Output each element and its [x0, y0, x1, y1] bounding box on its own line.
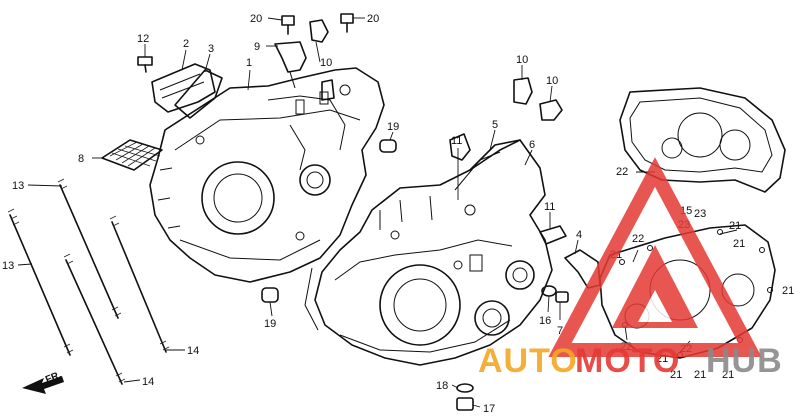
label-part-2: 2: [183, 38, 189, 50]
bolt-12: [137, 56, 153, 73]
clamp-11-top: [449, 133, 471, 161]
label-part-5: 5: [492, 119, 498, 131]
part-labels: 1 2 3 4 5 6 7 8 9 10 10 10 11 11 12 13 1…: [2, 13, 794, 415]
label-part-21-g: 21: [694, 369, 706, 381]
label-part-18: 18: [436, 380, 448, 392]
watermark-logo: [548, 157, 762, 357]
label-part-22-mid: 22: [632, 233, 644, 245]
label-part-10-mid: 10: [516, 54, 528, 66]
left-crankcase-half: [149, 67, 385, 283]
leader-lines: [17, 17, 738, 408]
clamp-10-top: [309, 19, 335, 101]
right-crankcase-half: [304, 139, 553, 366]
label-part-20-left: 20: [250, 13, 262, 25]
stud-bolt-14-left: [63, 253, 126, 385]
clamp-10-mid: [513, 77, 533, 105]
label-part-16: 16: [539, 315, 551, 327]
watermark-triangle-inner: [612, 245, 698, 328]
label-part-20-right: 20: [367, 13, 379, 25]
label-part-10-top: 10: [320, 57, 332, 69]
label-part-19-top: 19: [387, 121, 399, 133]
watermark-text-hub: HUB: [706, 342, 783, 380]
right-cover-gasket: [619, 87, 786, 193]
label-part-21-h: 21: [722, 369, 734, 381]
watermark-triangle-outer: [548, 157, 762, 357]
label-part-21-d: 21: [782, 285, 794, 297]
label-part-1: 1: [246, 57, 252, 69]
bolt-20-right: [340, 13, 354, 33]
watermark-text-moto: MOTO: [575, 342, 680, 380]
label-part-13-top: 13: [12, 180, 24, 192]
label-part-9: 9: [254, 41, 260, 53]
label-part-19-bottom: 19: [264, 318, 276, 330]
label-part-14-bottom: 14: [142, 376, 154, 388]
label-part-10-right: 10: [546, 75, 558, 87]
label-part-22-top: 22: [616, 166, 628, 178]
dowel-pin-19-bottom: [261, 287, 279, 303]
clamp-10-right: [539, 99, 563, 121]
dowel-pin-19-top: [379, 139, 397, 153]
label-part-17: 17: [483, 403, 495, 415]
label-part-3: 3: [208, 43, 214, 55]
label-part-13-left: 13: [2, 260, 14, 272]
stud-bolt-13-long: [7, 208, 74, 356]
label-part-11-top: 11: [451, 135, 462, 147]
dowel-11-right: [539, 225, 567, 245]
watermark-wordmark: AUTO MOTO HUB: [478, 342, 783, 380]
front-direction-label: FR.: [44, 369, 63, 385]
label-part-21-c: 21: [733, 238, 745, 250]
front-direction-arrow: FR.: [22, 369, 64, 394]
label-part-11-right: 11: [544, 201, 555, 213]
label-part-4: 4: [576, 229, 582, 241]
watermark-triangle-notch: [638, 290, 672, 322]
oil-screen-filter: [101, 139, 163, 171]
watermark-text-auto: AUTO: [478, 342, 578, 380]
label-part-8: 8: [78, 153, 84, 165]
label-part-6: 6: [529, 139, 535, 151]
label-part-12: 12: [137, 33, 149, 45]
bolt-20-left: [281, 15, 295, 35]
label-part-7: 7: [557, 325, 563, 337]
label-part-23-a: 23: [694, 208, 706, 220]
label-part-14-right: 14: [187, 345, 199, 357]
cable-guide-9: [274, 41, 307, 89]
breather-cover: [151, 63, 223, 119]
washer-18: [456, 383, 474, 393]
label-part-21-a: 21: [729, 220, 741, 232]
drain-bolt-17: [456, 397, 474, 411]
stud-bolt-14-right: [109, 215, 170, 353]
bolt-7: [555, 291, 569, 303]
stud-bolt-13-short: [57, 178, 122, 319]
label-part-21-f: 21: [670, 369, 682, 381]
